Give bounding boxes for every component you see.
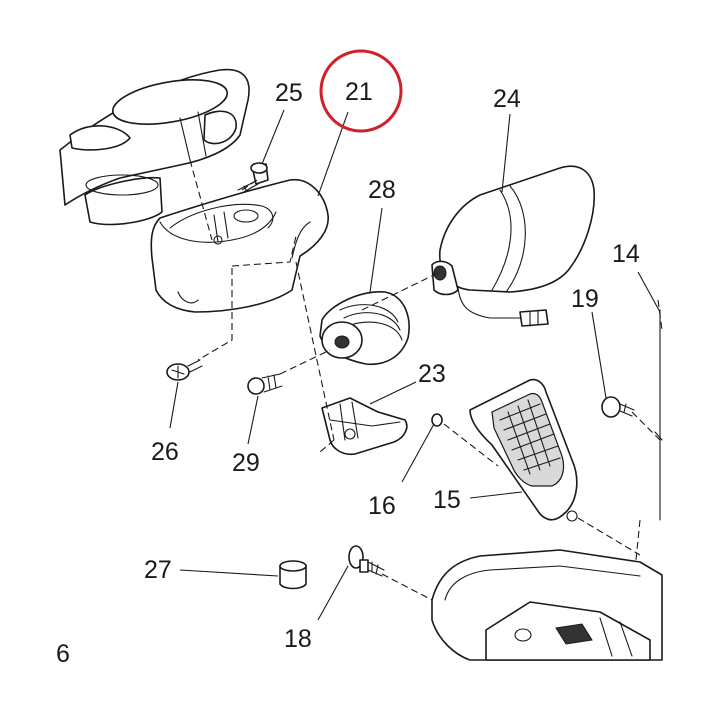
part-21-mirror-housing [150, 179, 329, 313]
callout-24: 24 [493, 85, 521, 113]
callout-21: 21 [345, 78, 373, 106]
part-16-washer [431, 413, 443, 427]
part-24-mirror-head [431, 165, 596, 327]
handlebar-clamp [59, 68, 250, 226]
part-29-screw [247, 373, 283, 395]
assembly-lines [189, 159, 663, 601]
callout-26: 26 [151, 438, 179, 466]
part-28-grommet [319, 291, 410, 365]
part-25-screw [237, 162, 269, 194]
part-15-turn-signal [469, 378, 578, 522]
highlight-circle [319, 49, 403, 133]
part-26-screw [166, 359, 203, 381]
fairing-panel [431, 549, 663, 661]
callout-25: 25 [275, 79, 303, 107]
part-27-cap [279, 560, 307, 590]
part-19-screw [601, 396, 635, 418]
callout-18: 18 [284, 625, 312, 653]
leader-lines [169, 109, 661, 621]
callout-labels: 25 21 24 28 14 19 23 26 29 16 15 27 18 6 [56, 78, 640, 668]
callout-29: 29 [232, 449, 260, 477]
callout-28: 28 [368, 176, 396, 204]
callout-14: 14 [612, 240, 640, 268]
callout-15: 15 [433, 486, 461, 514]
part-14-edge [654, 309, 663, 521]
part-23-bracket [321, 397, 408, 456]
callout-16: 16 [368, 492, 396, 520]
callout-27: 27 [144, 556, 172, 584]
callout-19: 19 [571, 285, 599, 313]
callout-edge-fragment: 6 [56, 640, 70, 668]
callout-23: 23 [418, 360, 446, 388]
part-18-bolt [348, 545, 385, 577]
